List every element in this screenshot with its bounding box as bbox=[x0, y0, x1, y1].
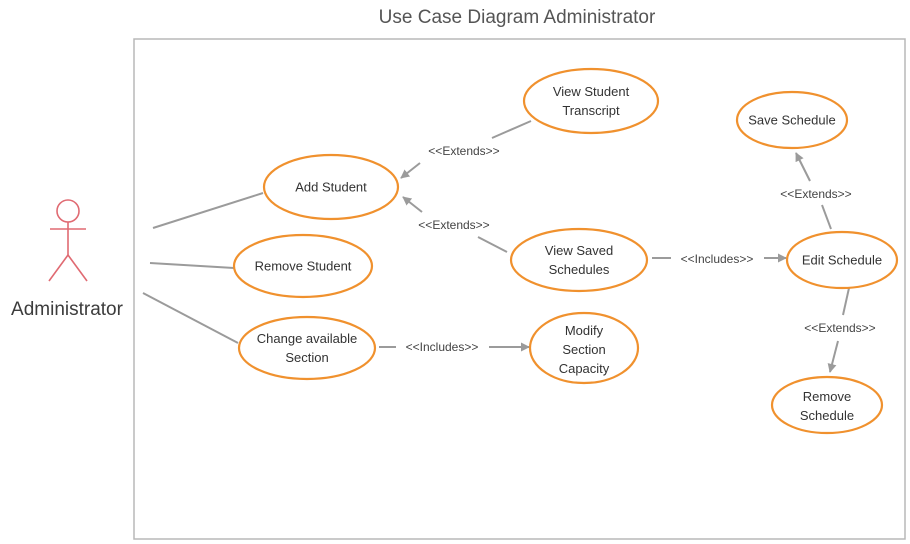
use-case-label: Section bbox=[285, 350, 328, 365]
association-add-student bbox=[152, 192, 264, 229]
edge-saved-extends-add bbox=[402, 196, 508, 253]
use-case-view-saved-schedules[interactable]: View Saved Schedules bbox=[509, 227, 649, 293]
use-case-label: Transcript bbox=[562, 103, 620, 118]
use-case-save-schedule[interactable]: Save Schedule bbox=[735, 90, 849, 150]
use-case-label: Edit Schedule bbox=[802, 253, 882, 268]
system-boundary bbox=[133, 38, 906, 540]
use-case-add-student[interactable]: Add Student bbox=[262, 153, 400, 221]
label-edit-extends-remove: <<Extends>> bbox=[804, 321, 875, 335]
use-case-label: Add Student bbox=[295, 180, 367, 195]
use-case-label: Schedule bbox=[800, 408, 854, 423]
edge-edit-extends-remove bbox=[827, 287, 850, 373]
use-case-label: Section bbox=[562, 342, 605, 357]
use-case-label: Schedules bbox=[549, 262, 610, 277]
label-transcript-extends-add: <<Extends>> bbox=[428, 144, 499, 158]
use-case-label: Remove Student bbox=[255, 259, 352, 274]
label-saved-includes-edit: <<Includes>> bbox=[681, 252, 754, 266]
association-change-section bbox=[142, 292, 239, 344]
use-case-label: Modify bbox=[565, 323, 604, 338]
edge-transcript-extends-add bbox=[400, 120, 532, 179]
label-edit-extends-save: <<Extends>> bbox=[780, 187, 851, 201]
edge-edit-extends-save bbox=[795, 152, 832, 230]
administrator-actor bbox=[48, 199, 88, 282]
use-case-label: View Student bbox=[553, 84, 630, 99]
actor-label: Administrator bbox=[11, 299, 124, 320]
label-saved-extends-add: <<Extends>> bbox=[418, 218, 489, 232]
use-case-remove-student[interactable]: Remove Student bbox=[232, 233, 374, 299]
use-case-label: Change available bbox=[257, 331, 357, 346]
label-change-includes-modify: <<Includes>> bbox=[406, 340, 479, 354]
association-remove-student bbox=[149, 262, 235, 269]
use-case-label: Save Schedule bbox=[748, 113, 835, 128]
use-case-view-student-transcript[interactable]: View Student Transcript bbox=[522, 67, 660, 135]
use-case-edit-schedule[interactable]: Edit Schedule bbox=[785, 230, 899, 290]
use-case-change-available-section[interactable]: Change available Section bbox=[237, 315, 377, 381]
use-case-label: View Saved bbox=[545, 243, 613, 258]
use-case-label: Remove bbox=[803, 389, 851, 404]
use-case-remove-schedule[interactable]: Remove Schedule bbox=[770, 375, 884, 435]
use-case-modify-section-capacity[interactable]: Modify Section Capacity bbox=[528, 311, 640, 385]
diagram-title: Use Case Diagram Administrator bbox=[379, 7, 656, 28]
use-case-label: Capacity bbox=[559, 361, 610, 376]
